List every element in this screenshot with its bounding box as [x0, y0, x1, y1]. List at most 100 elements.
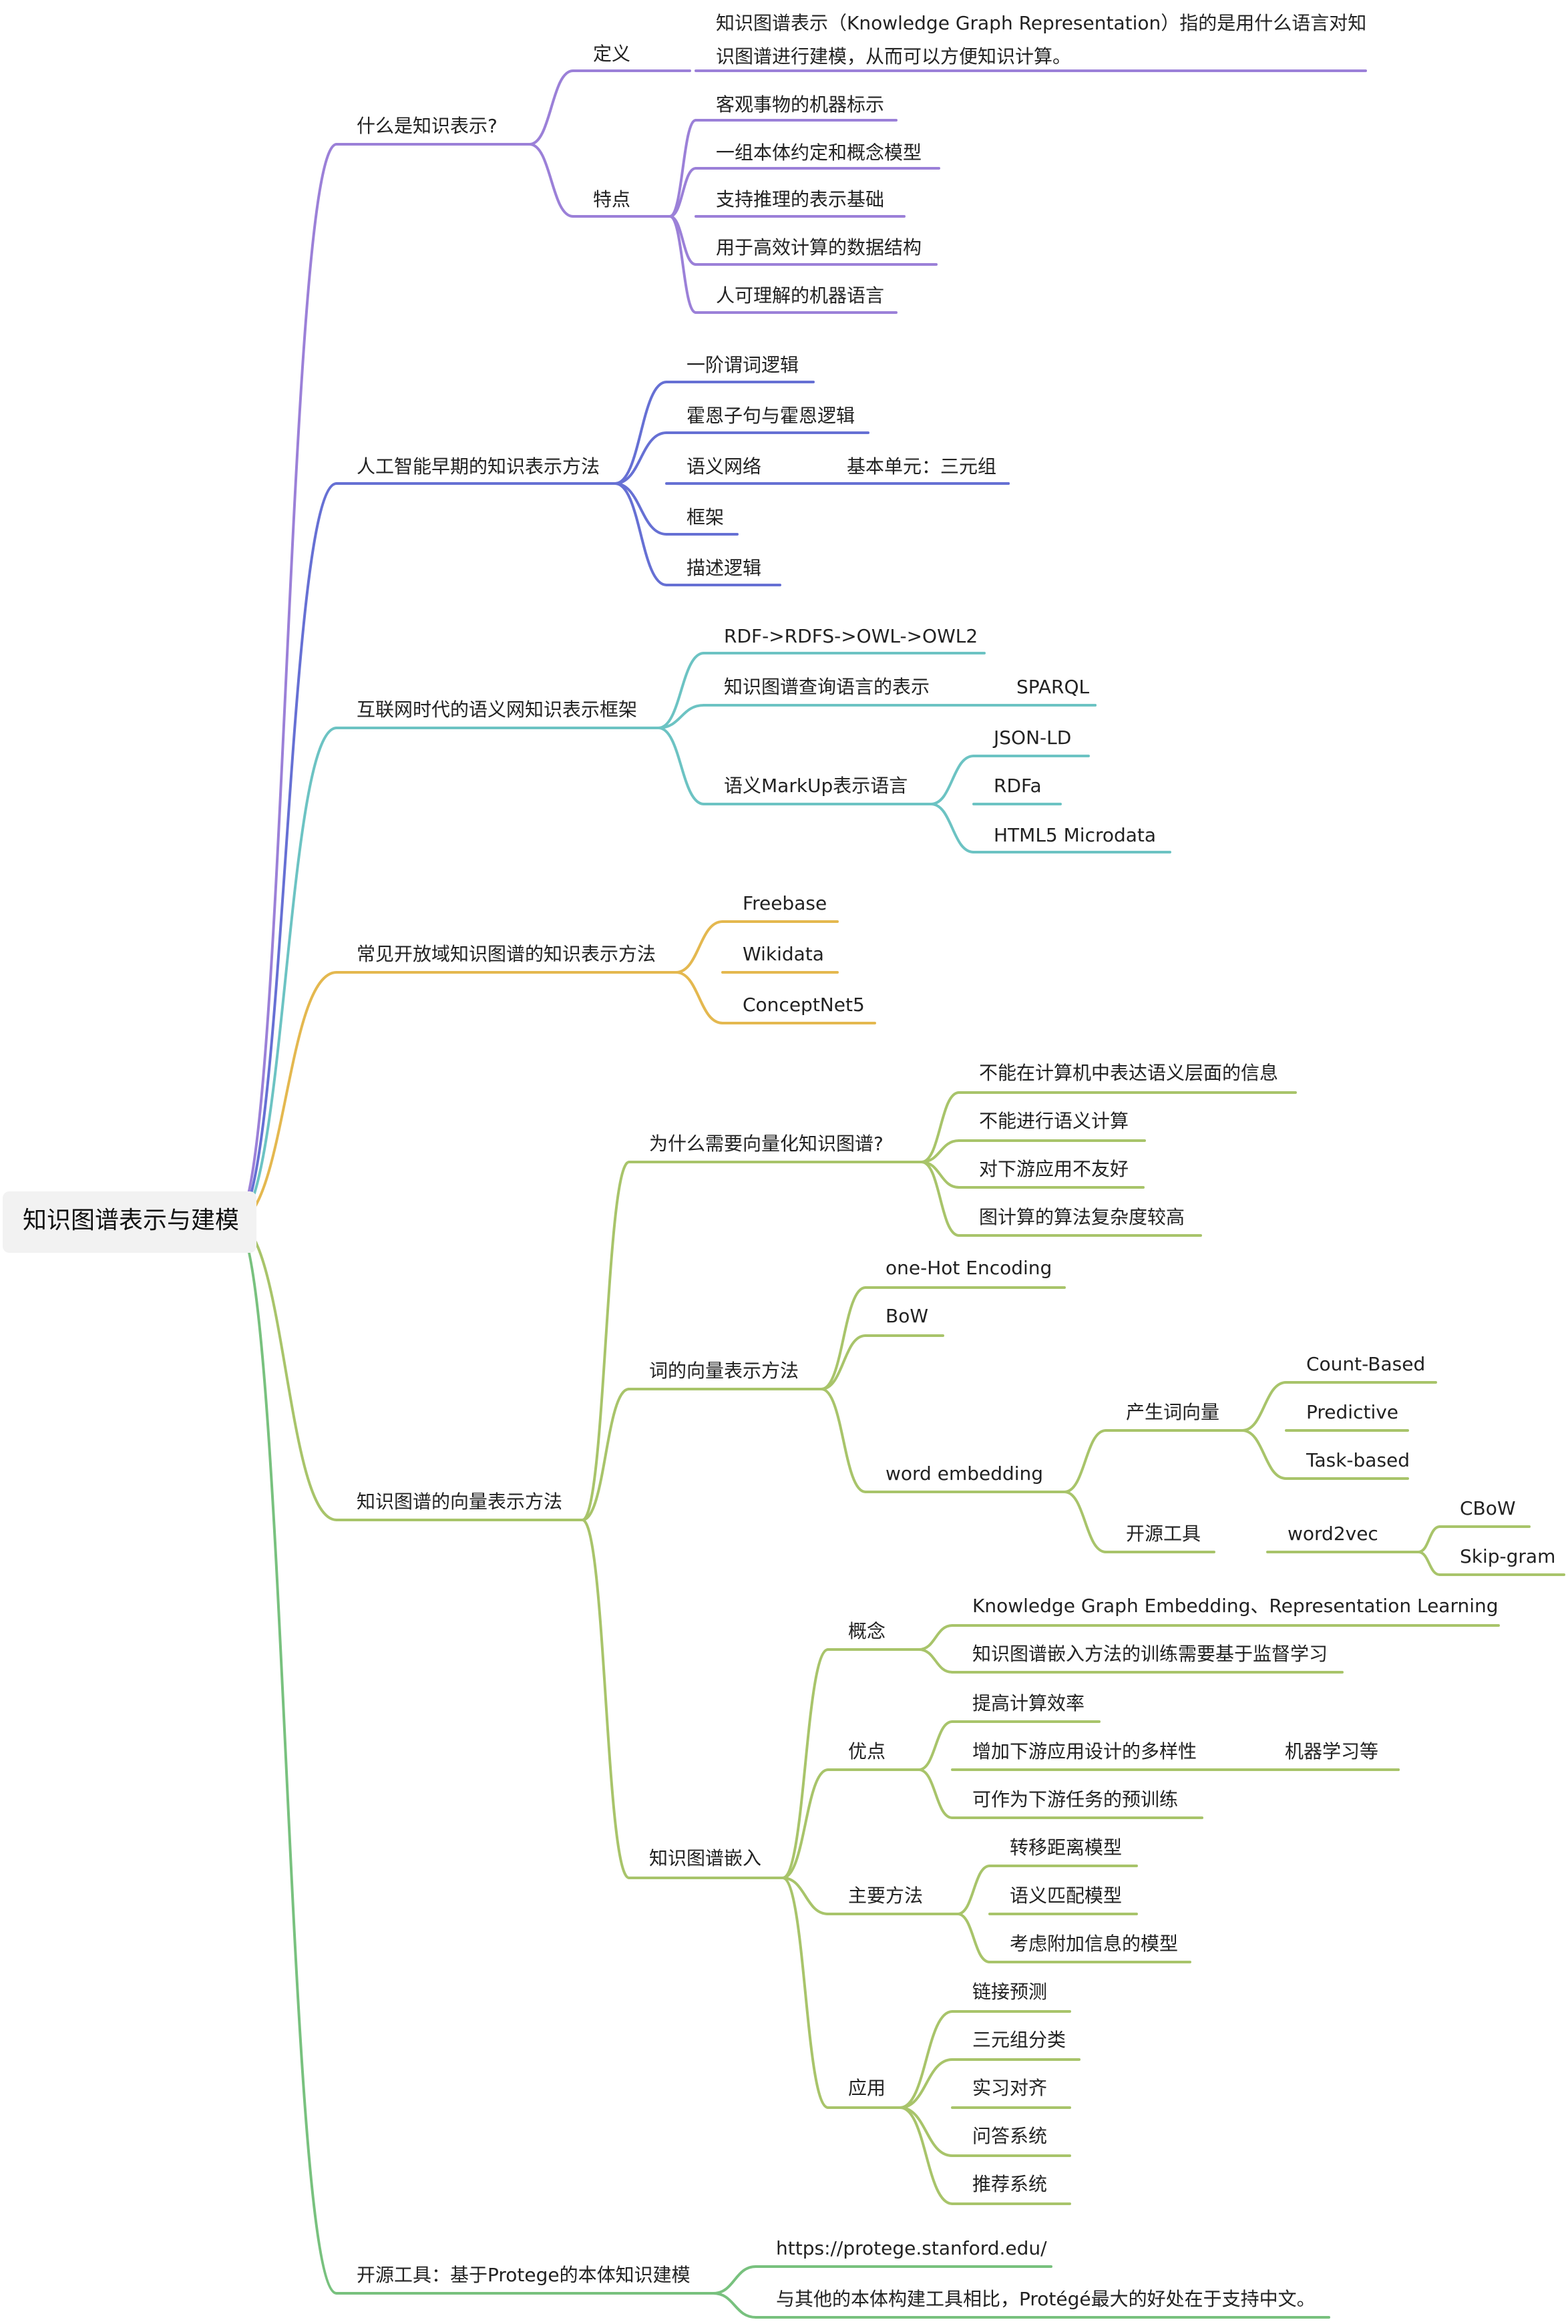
node-b3_2[interactable]: 知识图谱查询语言的表示 — [724, 676, 930, 698]
node-b6_1[interactable]: https://protege.stanford.edu/ — [776, 2237, 1047, 2259]
connector-b5_1_4 — [920, 1161, 960, 1237]
node-b1_def_text[interactable]: 知识图谱表示（Knowledge Graph Representation）指的… — [716, 12, 1367, 67]
node-b1_f3[interactable]: 支持推理的表示基础 — [716, 188, 885, 210]
connector-b5_3_3_1 — [956, 1865, 991, 1915]
connector-b5_3_3_3 — [956, 1913, 991, 1963]
node-b5_3[interactable]: 知识图谱嵌入 — [649, 1847, 762, 1869]
node-b5_2_2[interactable]: BoW — [886, 1305, 929, 1327]
node-b5_2_3_1_1[interactable]: Count-Based — [1306, 1353, 1426, 1375]
connector-b3_1 — [657, 652, 705, 729]
node-b5_1_3[interactable]: 对下游应用不友好 — [979, 1158, 1129, 1180]
node-b5_3_2_1[interactable]: 提高计算效率 — [972, 1692, 1085, 1714]
node-b2_1[interactable]: 一阶谓词逻辑 — [687, 354, 799, 376]
node-b6_2[interactable]: 与其他的本体构建工具相比，Protégé最大的好处在于支持中文。 — [776, 2288, 1316, 2310]
node-b3_3_2[interactable]: RDFa — [994, 775, 1042, 797]
connector-b5_3_3 — [781, 1877, 829, 1915]
node-b3_3[interactable]: 语义MarkUp表示语言 — [724, 775, 908, 797]
node-b5_2_3_1_3[interactable]: Task-based — [1306, 1449, 1410, 1471]
node-b3_3_1[interactable]: JSON-LD — [994, 727, 1072, 749]
node-b5_1_1[interactable]: 不能在计算机中表达语义层面的信息 — [979, 1062, 1279, 1084]
node-b4[interactable]: 常见开放域知识图谱的知识表示方法 — [357, 943, 656, 965]
node-b5_3_4[interactable]: 应用 — [848, 2077, 886, 2099]
connector-b5_3_1 — [781, 1648, 829, 1879]
node-b2[interactable]: 人工智能早期的知识表示方法 — [357, 455, 600, 477]
node-b5_1[interactable]: 为什么需要向量化知识图谱? — [649, 1133, 884, 1155]
node-b1[interactable]: 什么是知识表示? — [357, 115, 498, 137]
node-b5_3_2_3[interactable]: 可作为下游任务的预训练 — [972, 1788, 1179, 1810]
connector-b1_def — [528, 69, 574, 146]
node-b1_f4[interactable]: 用于高效计算的数据结构 — [716, 236, 922, 258]
connector-b5_2_3_1 — [1063, 1429, 1107, 1493]
node-b5_1_2[interactable]: 不能进行语义计算 — [979, 1110, 1129, 1132]
node-b5_3_4_3[interactable]: 实习对齐 — [972, 2077, 1048, 2099]
node-b5[interactable]: 知识图谱的向量表示方法 — [357, 1491, 563, 1513]
node-b5_3_1_2[interactable]: 知识图谱嵌入方法的训练需要基于监督学习 — [972, 1643, 1328, 1665]
node-b2_3[interactable]: 语义网络 — [687, 455, 762, 477]
connector-b5_3_4_2 — [899, 2058, 954, 2109]
node-b3_2_1[interactable]: SPARQL — [1016, 676, 1090, 698]
connector-b5_2_3_1_3 — [1241, 1429, 1288, 1480]
connector-b3_3 — [657, 727, 705, 805]
node-b1_f1[interactable]: 客观事物的机器标示 — [716, 93, 885, 116]
node-b3_1[interactable]: RDF->RDFS->OWL->OWL2 — [724, 625, 978, 647]
connector-b3_2 — [657, 704, 705, 729]
connector-b5 — [234, 1221, 338, 1521]
node-b4_2[interactable]: Wikidata — [743, 943, 824, 965]
node-b2_3_1[interactable]: 基本单元：三元组 — [847, 455, 997, 477]
connector-b5_3_4_5 — [899, 2106, 954, 2205]
node-b5_2_3_2[interactable]: 开源工具 — [1126, 1523, 1201, 1545]
node-b4_1[interactable]: Freebase — [743, 892, 827, 914]
node-b5_3_4_2[interactable]: 三元组分类 — [972, 2029, 1066, 2051]
node-b5_3_4_5[interactable]: 推荐系统 — [972, 2173, 1048, 2195]
connector-b1 — [234, 143, 338, 1223]
node-b5_2_1[interactable]: one-Hot Encoding — [886, 1257, 1052, 1279]
connector-b5_2_3_2 — [1063, 1491, 1107, 1553]
root-node[interactable] — [3, 1191, 256, 1253]
node-b1_def[interactable]: 定义 — [593, 43, 631, 65]
node-b5_3_2_2_1[interactable]: 机器学习等 — [1285, 1740, 1379, 1762]
node-b2_4[interactable]: 框架 — [687, 506, 725, 528]
connector-b5_3_4 — [781, 1877, 829, 2109]
connector-b6 — [234, 1221, 338, 2295]
node-b5_3_1_1[interactable]: Knowledge Graph Embedding、Representation… — [972, 1595, 1499, 1617]
node-b5_3_4_4[interactable]: 问答系统 — [972, 2125, 1048, 2147]
node-b3_3_3[interactable]: HTML5 Microdata — [994, 824, 1157, 846]
connector-b5_3_4_4 — [899, 2106, 954, 2157]
node-b1_f5[interactable]: 人可理解的机器语言 — [716, 284, 885, 307]
node-b5_3_4_1[interactable]: 链接预测 — [972, 1981, 1048, 2003]
connector-b5_2_3_2_1_1 — [1417, 1525, 1441, 1553]
node-b2_5[interactable]: 描述逻辑 — [687, 557, 762, 579]
connector-b5_3_1_1 — [918, 1624, 954, 1651]
connector-b5_3_4_1 — [899, 2010, 954, 2109]
connector-b5_3_2_3 — [918, 1768, 954, 1819]
node-b5_2_3_1_2[interactable]: Predictive — [1306, 1401, 1399, 1423]
connector-b2_4 — [614, 482, 668, 536]
node-b5_2_3_2_1[interactable]: word2vec — [1288, 1523, 1378, 1545]
node-b3[interactable]: 互联网时代的语义网知识表示框架 — [357, 699, 638, 721]
node-b5_3_2[interactable]: 优点 — [848, 1740, 886, 1762]
connector-b5_1 — [581, 1161, 630, 1521]
connector-b1_f2 — [668, 167, 697, 218]
connector-b5_2 — [581, 1388, 630, 1521]
node-b2_2[interactable]: 霍恩子句与霍恩逻辑 — [687, 405, 855, 427]
connector-b5_2_2 — [820, 1334, 867, 1390]
node-b1_feat[interactable]: 特点 — [593, 188, 631, 210]
node-b5_3_3_1[interactable]: 转移距离模型 — [1010, 1836, 1123, 1859]
node-b5_2_3_2_1_1[interactable]: CBoW — [1460, 1497, 1516, 1519]
node-b5_3_2_2[interactable]: 增加下游应用设计的多样性 — [972, 1740, 1197, 1762]
node-b4_3[interactable]: ConceptNet5 — [743, 994, 865, 1016]
node-b5_3_3_2[interactable]: 语义匹配模型 — [1010, 1885, 1123, 1907]
node-b5_3_1[interactable]: 概念 — [848, 1620, 886, 1642]
connector-b5_3 — [581, 1519, 630, 1879]
connector-b1_f5 — [668, 215, 697, 314]
node-b5_3_3[interactable]: 主要方法 — [848, 1885, 924, 1907]
node-b5_2_3_1[interactable]: 产生词向量 — [1126, 1401, 1220, 1423]
node-b5_2_3_2_1_2[interactable]: Skip-gram — [1460, 1545, 1556, 1567]
node-b1_f2[interactable]: 一组本体约定和概念模型 — [716, 142, 922, 164]
connector-b5_2_3_2_1_2 — [1417, 1551, 1441, 1576]
node-b6[interactable]: 开源工具：基于Protege的本体知识建模 — [357, 2264, 691, 2286]
node-b5_3_3_3[interactable]: 考虑附加信息的模型 — [1010, 1933, 1179, 1955]
node-b5_2[interactable]: 词的向量表示方法 — [649, 1360, 799, 1382]
node-b5_1_4[interactable]: 图计算的算法复杂度较高 — [979, 1206, 1185, 1228]
node-b5_2_3[interactable]: word embedding — [886, 1463, 1044, 1485]
